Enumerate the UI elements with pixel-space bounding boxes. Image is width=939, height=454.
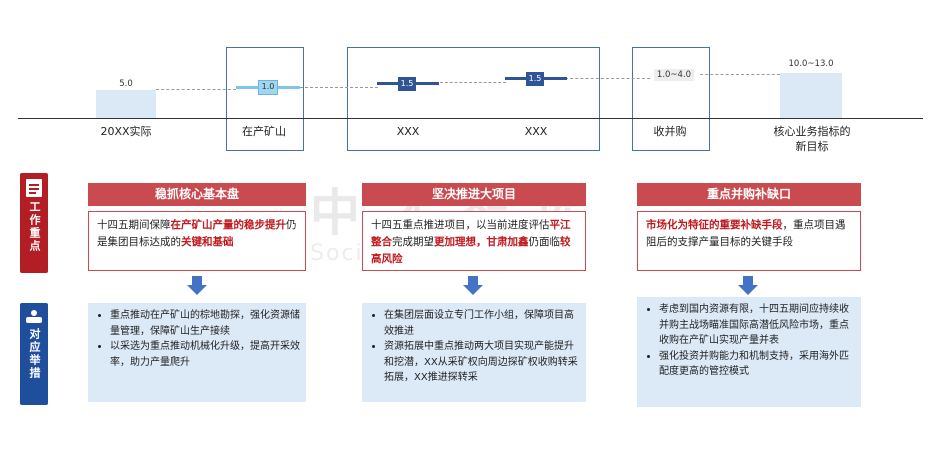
column-header: 重点并购补缺口 [637, 183, 861, 206]
category-label: 收并购 [653, 125, 687, 138]
category-label: 在产矿山 [242, 125, 286, 138]
measures-box: 在集团层面设立专门工作小组，保障项目高效推进 资源拓展中重点推动两大项目实现产能… [362, 303, 586, 402]
frame-mine [226, 47, 304, 151]
measure-item: 资源拓展中重点推动两大项目实现产能提升和挖潜，XX从采矿权向周边探矿权收购转采拓… [384, 339, 580, 386]
priority-highlight: 在产矿山产量的稳步提升 [170, 219, 287, 231]
value-label: 10.0~13.0 [788, 59, 834, 69]
down-arrow [738, 276, 758, 295]
priority-highlight: 市场化为特征的重要补缺手段 [646, 219, 783, 231]
value-label: 1.0 [261, 82, 275, 91]
category-label: XXX [396, 125, 420, 138]
bar-xxx-2-box [526, 72, 544, 86]
priority-highlight: 平江整合 [371, 219, 571, 248]
work-focus-tab: 工作重点 [20, 173, 48, 273]
measure-item: 在集团层面设立专门工作小组，保障项目高效推进 [384, 308, 580, 339]
hand-icon [26, 310, 42, 324]
value-label: 1.0~4.0 [656, 70, 692, 80]
category-label: 核心业务指标的新目标 [773, 125, 851, 153]
measures-tab: 对应举措 [20, 303, 48, 405]
frame-ma [632, 47, 710, 151]
priority-highlight: 关键和基础 [181, 236, 234, 248]
x-axis [18, 118, 923, 119]
value-label: 5.0 [119, 79, 133, 89]
connector-line [565, 78, 650, 79]
measures-box: 考虑到国内资源有限，十四五期间应持续收并购主战场瞄准国际高潜低风险市场，重点收购… [637, 297, 861, 407]
measure-item: 考虑到国内资源有限，十四五期间应持续收并购主战场瞄准国际高潜低风险市场，重点收购… [659, 302, 855, 349]
priority-text: 仍面临 [528, 236, 561, 248]
category-label: 20XX实际 [100, 125, 152, 138]
priority-text: 仍是集团目标达成的 [97, 219, 297, 248]
document-icon [26, 179, 42, 197]
priority-text: 十四五期间保障 [97, 219, 171, 231]
frame-projects [347, 47, 600, 151]
connector-line [700, 74, 780, 75]
measure-item: 以采选为重点推动机械化升级，提高开采效率，助力产量爬升 [110, 339, 300, 370]
connector-line [156, 89, 236, 90]
measures-label: 对应举措 [28, 328, 41, 380]
bar-20xx-actual [96, 90, 156, 118]
column-header: 稳抓核心基本盘 [88, 183, 306, 206]
bar-target [780, 73, 842, 118]
connector-line [300, 87, 378, 88]
bar-xxx-1-box [398, 77, 416, 91]
priority-text: 完成期望 [392, 236, 434, 248]
priority-highlight: 更加理想，甘肃加鑫 [434, 236, 529, 248]
measure-item: 强化投资并购能力和机制支持，采用海外匹配度更高的管控模式 [659, 349, 855, 380]
connector-line [440, 82, 506, 83]
bar-ma [654, 69, 694, 81]
priority-highlight: 较高风险 [371, 236, 571, 265]
priority-text: ，重点项目遇阻后的支撑产量目标的关键手段 [646, 219, 846, 248]
column-header: 坚决推进大项目 [362, 183, 586, 206]
priority-box: 市场化为特征的重要补缺手段，重点项目遇阻后的支撑产量目标的关键手段 [637, 211, 861, 271]
priority-text: 十四五重点推进项目，以当前进度评估 [371, 219, 550, 231]
bar-mine-box [258, 80, 278, 95]
priority-box: 十四五期间保障在产矿山产量的稳步提升仍是集团目标达成的关键和基础 [88, 211, 306, 271]
value-label: 1.5 [528, 74, 542, 83]
work-focus-label: 工作重点 [28, 201, 41, 253]
category-label: XXX [524, 125, 548, 138]
measures-box: 重点推动在产矿山的棕地勘探，强化资源储量管理，保障矿山生产接续 以采选为重点推动… [88, 303, 306, 402]
priority-box: 十四五重点推进项目，以当前进度评估平江整合完成期望更加理想，甘肃加鑫仍面临较高风… [362, 211, 586, 271]
down-arrow [463, 276, 483, 295]
value-label: 1.5 [400, 79, 414, 88]
down-arrow [187, 276, 207, 295]
measure-item: 重点推动在产矿山的棕地勘探，强化资源储量管理，保障矿山生产接续 [110, 308, 300, 339]
